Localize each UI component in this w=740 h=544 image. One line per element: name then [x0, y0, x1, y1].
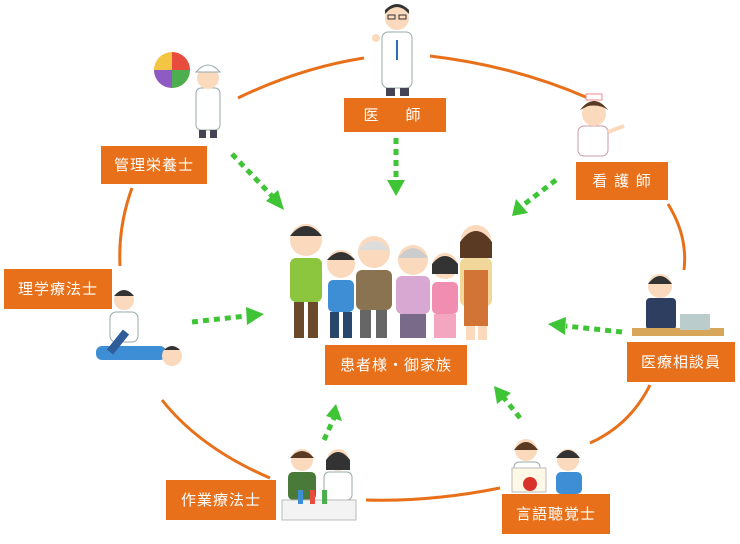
arrowhead-counselor	[548, 317, 566, 335]
arrowhead-dietitian	[266, 190, 284, 210]
arrow-occupational	[321, 416, 337, 442]
arrow-counselor	[565, 323, 623, 335]
label-doctor: 医 師	[344, 98, 446, 132]
label-counselor: 医療相談員	[627, 342, 735, 382]
arc-counselor-speech	[589, 384, 652, 445]
arrowhead-occupational	[326, 404, 342, 421]
label-occupational: 作業療法士	[166, 480, 276, 520]
arrowhead-nurse	[512, 199, 528, 216]
arc-dietitian-doctor	[237, 56, 365, 100]
label-nurse: 看 護 師	[576, 162, 668, 200]
arrow-speech	[502, 396, 522, 420]
speech-illustration	[511, 439, 582, 494]
dietitian-illustration	[154, 52, 222, 138]
arrow-physio	[191, 313, 247, 325]
arrow-heads	[246, 180, 566, 421]
nurse-illustration	[577, 93, 625, 157]
label-speech: 言語聴覚士	[502, 494, 610, 534]
arrowhead-doctor	[387, 180, 405, 196]
arrowhead-physio	[246, 307, 264, 325]
arc-physio-dietitian	[118, 187, 134, 267]
label-patient-family: 患者様・御家族	[325, 345, 467, 385]
arrow-lines	[191, 138, 623, 442]
family-illustration	[290, 224, 492, 340]
arc-occupational-physio	[160, 399, 271, 480]
label-dietitian: 管理栄養士	[101, 146, 207, 184]
circle-arcs	[118, 54, 687, 502]
arc-nurse-counselor	[666, 203, 687, 271]
doctor-illustration	[372, 4, 413, 96]
counselor-illustration	[632, 274, 724, 336]
arrow-dietitian	[230, 152, 274, 198]
physio-illustration	[96, 290, 182, 366]
arc-speech-occupational	[365, 486, 501, 502]
arrow-nurse	[520, 178, 558, 208]
occupational-illustration	[281, 449, 357, 521]
arrowhead-speech	[494, 386, 511, 404]
label-physio: 理学療法士	[4, 269, 112, 309]
arc-doctor-nurse	[429, 54, 589, 100]
